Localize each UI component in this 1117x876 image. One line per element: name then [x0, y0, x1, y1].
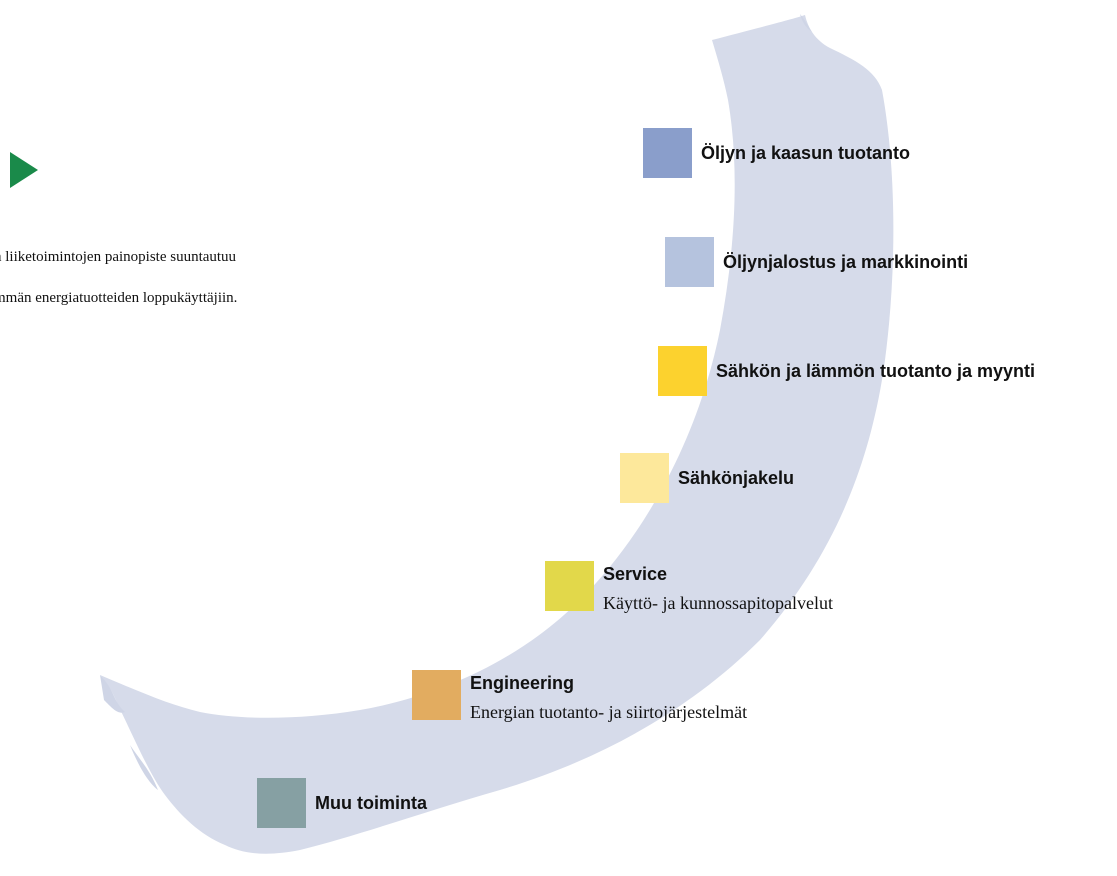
play-arrow-icon — [10, 152, 38, 188]
intro-text: n liiketoimintojen painopiste suuntautuu… — [0, 237, 237, 319]
segment-sahkon-ja-lammon-tuotanto-ja-myynti: Sähkön ja lämmön tuotanto ja myynti — [658, 346, 1035, 396]
intro-line-1: n liiketoimintojen painopiste suuntautuu — [0, 249, 237, 265]
segment-color-swatch — [620, 453, 669, 503]
intro-line-2: mmän energiatuotteiden loppukäyttäjiin. — [0, 290, 238, 306]
segment-color-swatch — [257, 778, 306, 828]
segment-service: Service Käyttö- ja kunnossapitopalvelut — [545, 561, 833, 614]
segment-label: Muu toiminta — [315, 793, 427, 813]
segment-color-swatch — [412, 670, 461, 720]
segment-muu-toiminta: Muu toiminta — [257, 778, 427, 828]
segment-label: Öljyn ja kaasun tuotanto — [701, 143, 911, 163]
segment-label: Engineering — [470, 673, 575, 693]
segment-oljynjalostus-ja-markkinointi: Öljynjalostus ja markkinointi — [665, 237, 968, 287]
brush-stroke-shape — [100, 15, 894, 854]
segment-sublabel: Energian tuotanto- ja siirtojärjestelmät — [470, 702, 748, 722]
segment-label: Öljynjalostus ja markkinointi — [723, 252, 969, 272]
segment-color-swatch — [545, 561, 594, 611]
segment-color-swatch — [643, 128, 692, 178]
segment-color-swatch — [658, 346, 707, 396]
segment-label: Service — [603, 564, 668, 584]
segment-engineering: Engineering Energian tuotanto- ja siirto… — [412, 670, 747, 723]
segment-sahkonjakelu: Sähkönjakelu — [620, 453, 794, 503]
segment-label: Sähkön ja lämmön tuotanto ja myynti — [716, 361, 1036, 381]
segment-oljyn-ja-kaasun-tuotanto: Öljyn ja kaasun tuotanto — [643, 128, 910, 178]
segment-sublabel: Käyttö- ja kunnossapitopalvelut — [603, 593, 833, 613]
segment-color-swatch — [665, 237, 714, 287]
segment-label: Sähkönjakelu — [678, 468, 795, 488]
